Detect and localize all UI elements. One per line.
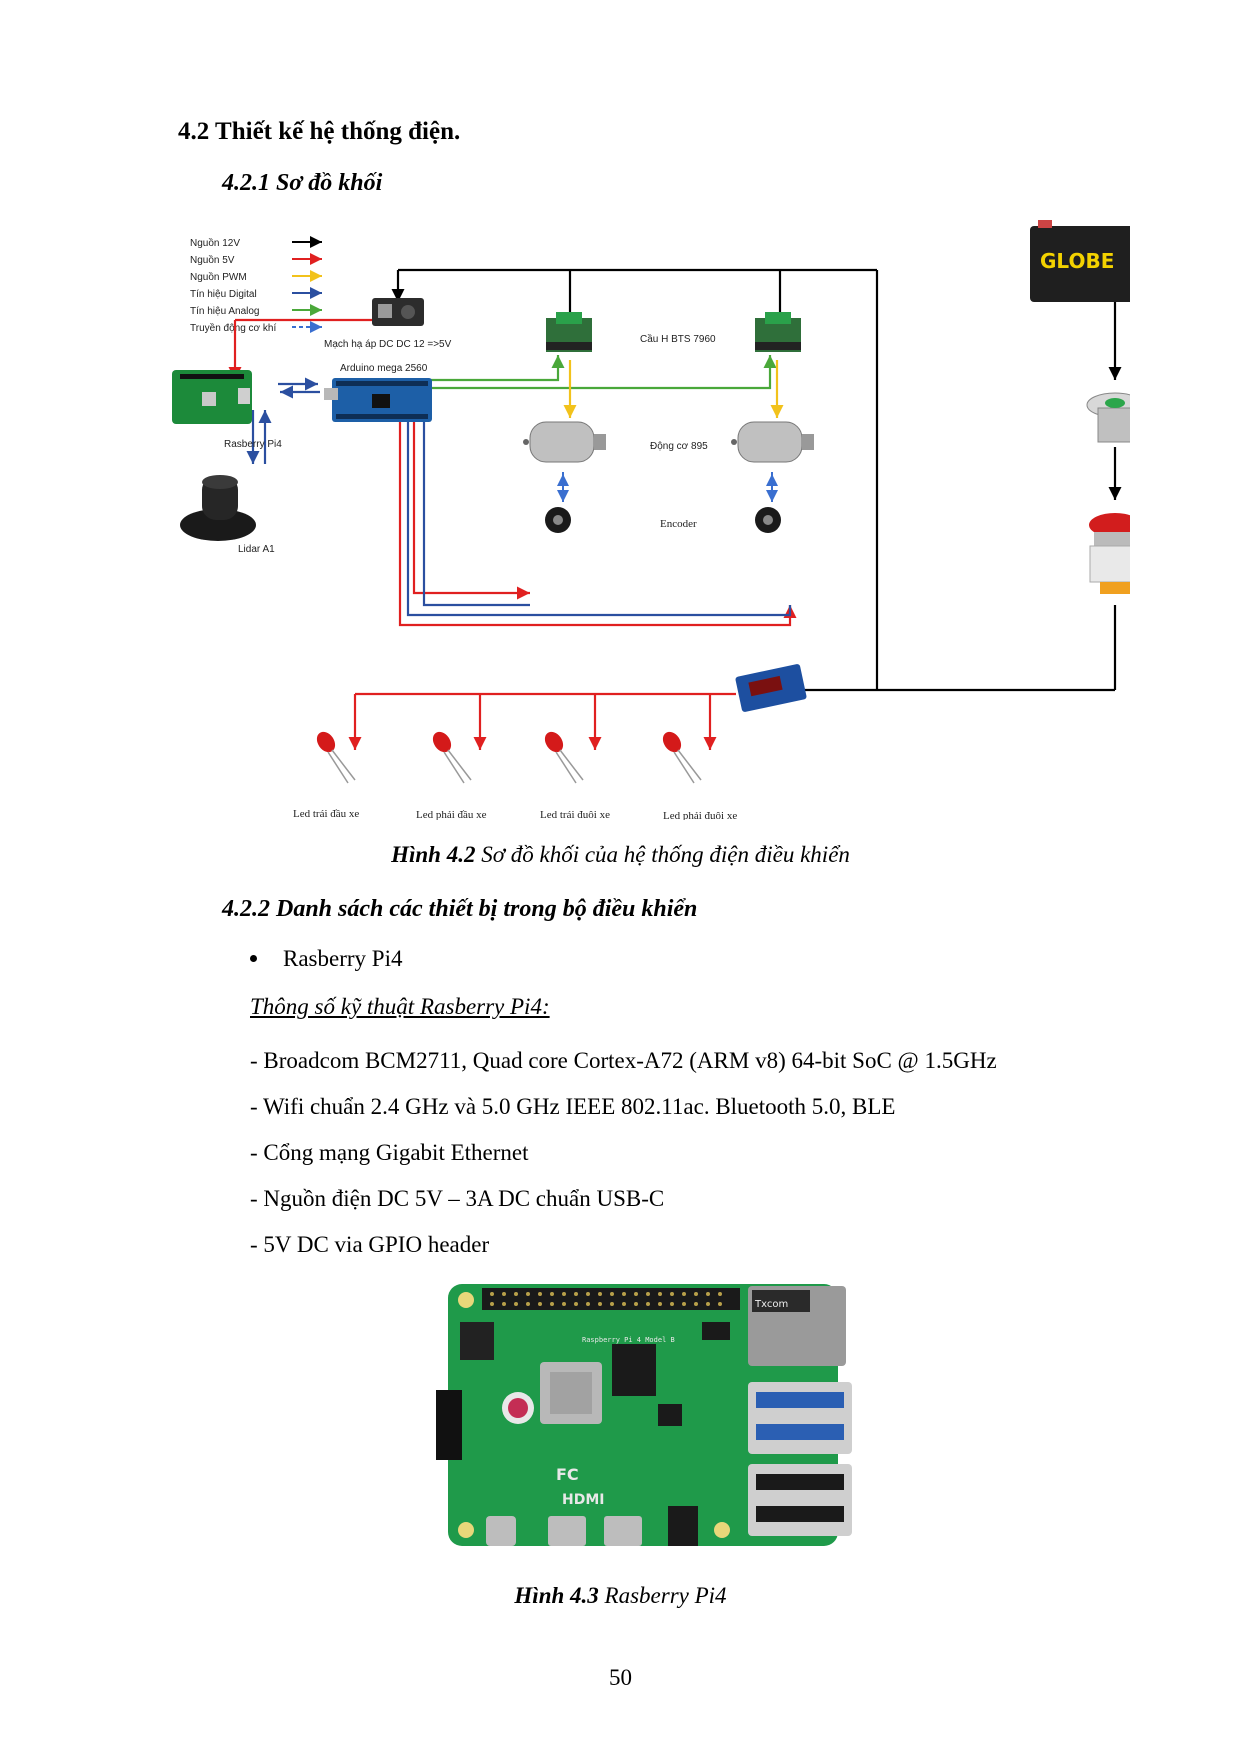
figure-4-3-number: Hình 4.3 [514,1583,599,1608]
buck-converter-label: Mạch hạ áp DC DC 12 =>5V [324,339,452,350]
h-bridge-left [546,312,592,352]
links-mechanical [557,472,778,502]
motor-right [731,421,814,463]
hdmi-silkscreen: HDMI [562,1492,604,1508]
wires-analog [412,355,777,390]
rpi-board-small [172,370,252,424]
emergency-stop-button [1089,513,1130,594]
legend-label-5v: Nguồn 5V [190,254,235,266]
wires-12v [391,268,1122,692]
micro-hdmi-port-0 [548,1516,586,1546]
motor-left [523,421,606,463]
figure-4-2-text: Sơ đồ khối của hệ thống điện điều khiển [475,842,850,867]
display-connector [436,1390,462,1460]
svg-text:Txcom: Txcom [754,1299,788,1310]
led-label-front-right: Led phải đầu xe [416,809,487,820]
rpi-label: Rasberry Pi4 [224,439,282,450]
bullet-item: Rasberry Pi4 [250,946,402,972]
h-bridge-right [755,312,801,352]
led-label-rear-left: Led trái đuôi xe [540,809,610,820]
micro-hdmi-port-1 [604,1516,642,1546]
h-bridge-label: Cầu H BTS 7960 [640,333,716,345]
subsection-device-list-title: 4.2.2 Danh sách các thiết bị trong bộ đi… [222,896,698,922]
wires-pwm [563,360,784,418]
camera-connector [460,1322,494,1360]
spec-item: - Nguồn điện DC 5V – 3A DC chuẩn USB-C [250,1186,665,1211]
led-front-right [432,731,472,784]
led-rear-left [544,731,584,784]
led-label-front-left: Led trái đầu xe [293,808,359,820]
lidar-device [180,475,256,541]
led-label-rear-right: Led phải đuôi xe [663,810,737,820]
power-switch [1086,392,1130,443]
spec-item: - Broadcom BCM2711, Quad core Cortex-A72… [250,1048,997,1073]
section-title: 4.2 Thiết kế hệ thống điện. [178,118,461,145]
figure-4-3-text: Rasberry Pi4 [598,1583,727,1608]
subsection-block-diagram-title: 4.2.1 Sơ đồ khối [222,170,383,196]
led-front-left [316,731,356,784]
spec-title: Thông số kỹ thuật Rasberry Pi4: [250,994,550,1019]
arduino-label: Arduino mega 2560 [340,363,428,374]
arduino-board [324,378,432,422]
rpi-board-photo: Txcom HDMI FC Raspberry Pi 4 Model B [436,1284,852,1546]
lidar-label: Lidar A1 [238,544,275,555]
diagram-legend: Nguồn 12V Nguồn 5V Nguồn PWM Tín hiệu Di… [190,236,322,334]
spec-list: - Broadcom BCM2711, Quad core Cortex-A72… [250,1038,997,1268]
step-down-module-display [735,664,807,712]
led-rear-right [662,731,702,784]
fcc-silkscreen: FC [556,1465,579,1484]
legend-label-mechanical: Truyền động cơ khí [190,322,276,334]
bullet-dot [250,955,257,963]
buck-converter-module [372,298,424,326]
bullet-item-text: Rasberry Pi4 [283,946,403,971]
figure-4-2-number: Hình 4.2 [391,842,476,867]
wires-5v [228,318,797,750]
motor-label: Động cơ 895 [650,441,708,452]
model-silkscreen: Raspberry Pi 4 Model B [582,1336,675,1344]
block-diagram: Nguồn 12V Nguồn 5V Nguồn PWM Tín hiệu Di… [172,220,1130,820]
encoder-right [755,507,781,533]
encoder-left [545,507,571,533]
figure-4-2-caption: Hình 4.2 Sơ đồ khối của hệ thống điện đi… [0,842,1241,868]
legend-label-digital: Tín hiệu Digital [190,289,257,300]
wires-digital [246,377,792,617]
legend-label-pwm: Nguồn PWM [190,271,247,283]
battery: GLOBE [1030,220,1130,302]
legend-label-analog: Tín hiệu Analog [190,306,260,317]
ram-chip [612,1344,656,1396]
spec-item: - Wifi chuẩn 2.4 GHz và 5.0 GHz IEEE 802… [250,1094,896,1119]
page-number: 50 [609,1665,632,1690]
battery-brand-text: GLOBE [1040,249,1114,273]
legend-label-12v: Nguồn 12V [190,237,240,249]
audio-jack [668,1506,698,1546]
spec-item: - Cổng mạng Gigabit Ethernet [250,1140,529,1165]
figure-4-3-caption: Hình 4.3 Rasberry Pi4 [0,1583,1241,1609]
spec-item: - 5V DC via GPIO header [250,1232,490,1257]
usb-c-power-port [486,1516,516,1546]
gpio-header [482,1288,740,1310]
encoder-label: Encoder [660,518,697,530]
